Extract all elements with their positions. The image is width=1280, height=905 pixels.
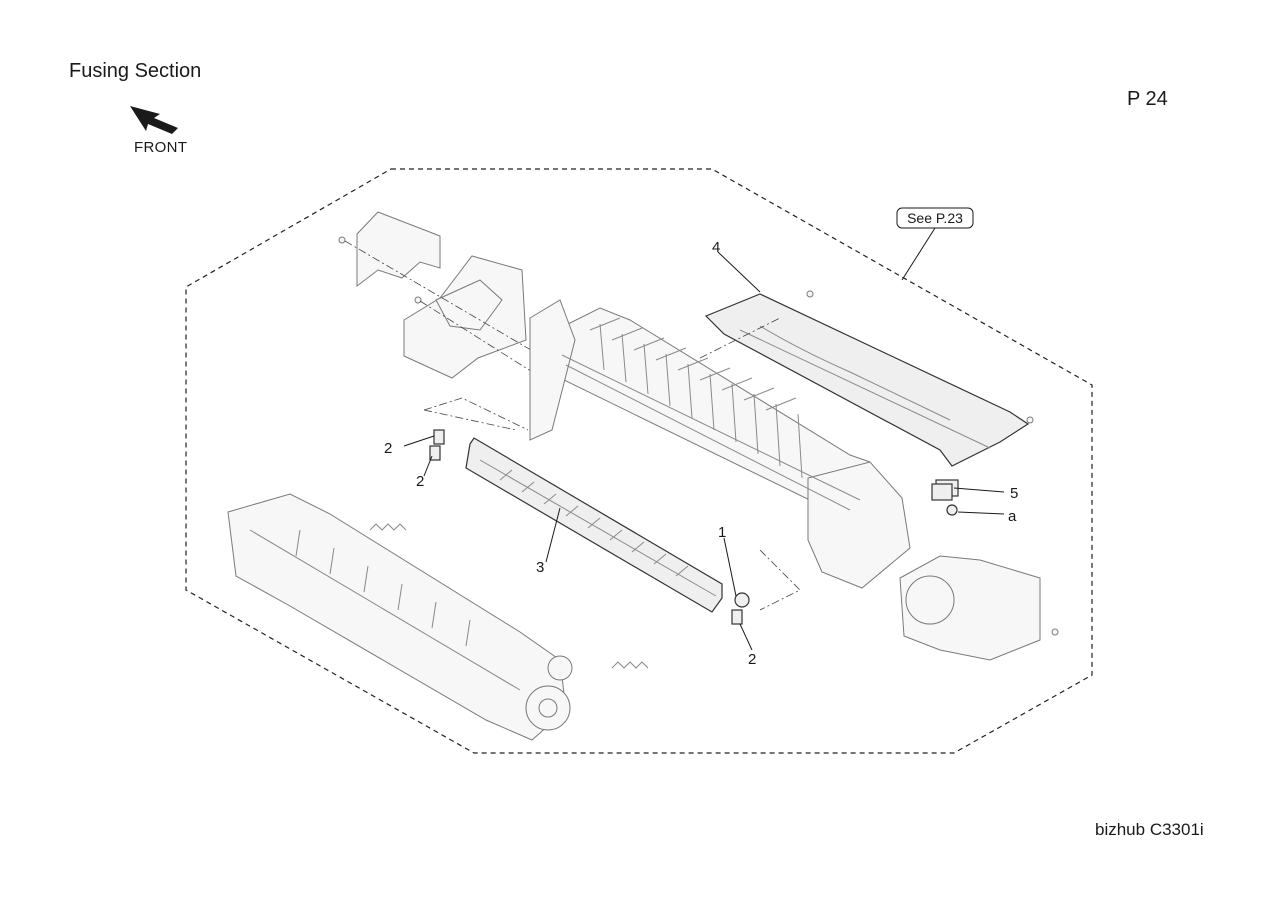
callout-label: 4 [712,239,720,256]
callout-label: 3 [536,559,544,576]
callout-label: 2 [748,651,756,668]
lower-guide-part-3 [465,437,723,613]
front-label: FRONT [134,139,188,156]
section-title: Fusing Section [69,60,202,82]
page-number: P 24 [1127,88,1168,110]
see-page-reference: See P.23 [907,210,963,226]
model-name: bizhub C3301i [1095,820,1204,839]
fusing-frame-part [529,299,911,589]
callout-label: 2 [416,473,424,490]
bearing-part-1 [734,592,750,608]
callout-label: 1 [718,524,726,541]
roller-assembly-part [227,493,573,741]
callout-label: 2 [384,440,392,457]
pin-parts-2 [429,429,743,625]
bracket-assembly-part [338,211,527,379]
section-boundary [185,168,1093,754]
callout-label: 5 [1010,485,1018,502]
sensor-part-5 [931,483,958,516]
spring-parts [369,523,649,669]
gear-bracket-part [899,555,1059,661]
arrow-icon [130,106,178,134]
callout-label: a [1008,508,1017,525]
